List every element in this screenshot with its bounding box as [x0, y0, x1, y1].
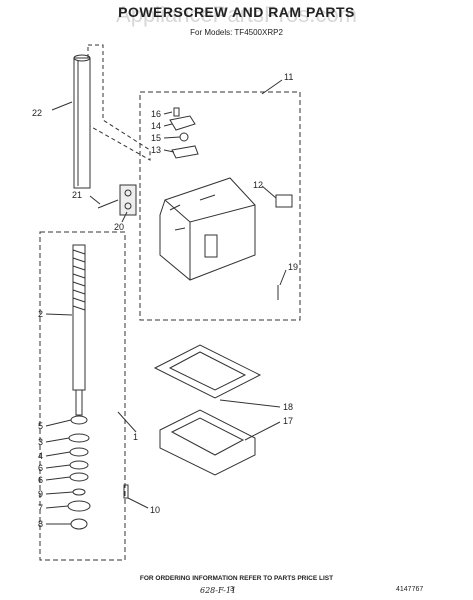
- callout-10: 10: [150, 505, 161, 515]
- part-6-washer-a: [69, 460, 89, 470]
- ram-housing: [159, 177, 256, 281]
- part-5-collar: [70, 415, 88, 425]
- callout-21: 21: [72, 190, 83, 200]
- part-3-washer: [68, 433, 90, 443]
- part-12-fitting: [275, 194, 293, 208]
- callout-8: 8: [38, 519, 44, 529]
- part-8-nut: [70, 518, 88, 530]
- callout-20: 20: [114, 222, 125, 232]
- callout-1: 1: [133, 432, 139, 442]
- model-label: For Models: TF4500XRP2: [190, 28, 283, 37]
- leader-lines: [45, 79, 287, 525]
- page-number: 3: [230, 586, 234, 593]
- part-6-washer-b: [69, 472, 89, 482]
- handwritten-note: 628-F-11: [200, 586, 237, 595]
- document-number: 4147767: [396, 586, 424, 593]
- part-21-screw: [97, 199, 119, 209]
- callout-6b: 6: [38, 475, 44, 485]
- part-4-bearing: [69, 447, 89, 457]
- part-20-bracket: [119, 184, 137, 216]
- callout-11: 11: [284, 72, 294, 82]
- part-13-plate: [171, 145, 199, 159]
- callout-22: 22: [32, 108, 43, 118]
- watermark: AppliancePartsPros.com: [116, 2, 357, 27]
- callout-7: 7: [38, 503, 44, 513]
- callout-19: 19: [288, 262, 299, 272]
- part-15-nut: [179, 132, 189, 142]
- callout-4: 4: [38, 451, 44, 461]
- callout-2: 2: [38, 309, 44, 319]
- callout-14: 14: [151, 121, 162, 131]
- callout-18: 18: [283, 402, 294, 412]
- part-17-pan: [159, 409, 256, 476]
- group-outline-11: [139, 91, 301, 321]
- ordering-note: FOR ORDERING INFORMATION REFER TO PARTS …: [139, 575, 334, 582]
- part-9-ring: [72, 488, 86, 496]
- group-outline-22: [87, 44, 151, 161]
- callout-12: 12: [253, 180, 264, 190]
- part-16-bolt: [173, 107, 180, 117]
- callout-5: 5: [38, 421, 44, 431]
- part-14-clip: [169, 115, 196, 131]
- callout-16: 16: [151, 109, 162, 119]
- callout-13: 13: [151, 145, 162, 155]
- part-18-plate: [153, 344, 262, 399]
- part-7-sprocket: [67, 500, 91, 512]
- part-22-tube: [73, 57, 91, 189]
- callout-3: 3: [38, 437, 44, 447]
- group-outline-1: [39, 231, 126, 561]
- callout-6a: 6: [38, 463, 44, 473]
- callout-9: 9: [38, 489, 44, 499]
- page-title: POWERSCREW AND RAM PARTS: [118, 4, 355, 20]
- callout-17: 17: [283, 416, 294, 426]
- callout-15: 15: [151, 133, 162, 143]
